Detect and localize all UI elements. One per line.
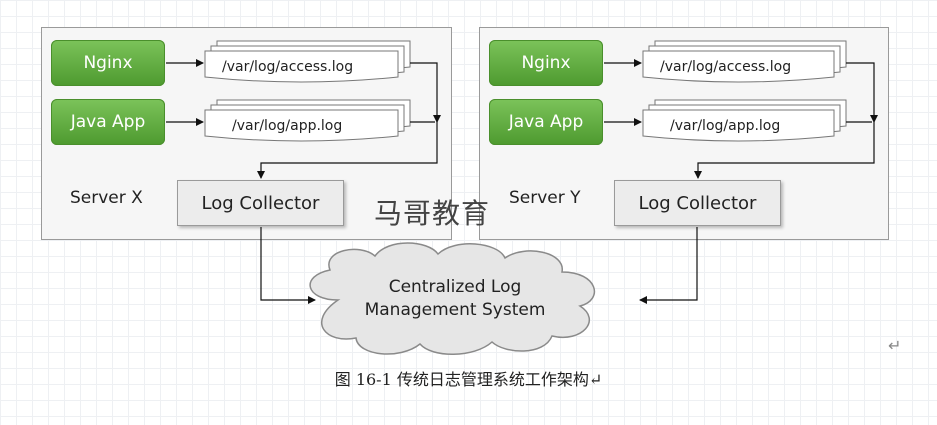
server-y-app-log-doc-icon: /var/log/app.log — [642, 99, 847, 142]
server-y-java-app-node: Java App — [489, 99, 603, 145]
cloud-label-line2: Management System — [364, 300, 546, 320]
server-x-log-collector: Log Collector — [177, 180, 344, 226]
server-y-app-log-path: /var/log/app.log — [670, 118, 780, 134]
server-x-app-log-doc-icon: /var/log/app.log — [204, 99, 411, 142]
paragraph-return-mark: ↵ — [888, 336, 902, 355]
server-x-access-log-path: /var/log/access.log — [222, 59, 353, 75]
server-x-java-app-node: Java App — [51, 99, 165, 145]
arrow-y-bus-to-collector — [694, 122, 875, 179]
figure-caption: 图 16-1 传统日志管理系统工作架构↵ — [334, 370, 603, 389]
arrow-x-bus-to-collector — [257, 122, 438, 179]
server-x-nginx-node: Nginx — [51, 40, 165, 86]
server-x-access-log-doc-icon: /var/log/access.log — [204, 40, 411, 83]
watermark-text: 马哥教育 — [374, 197, 491, 230]
arrow-y-access-to-bus — [846, 62, 878, 123]
server-y-nginx-node: Nginx — [489, 40, 603, 86]
server-y-log-collector: Log Collector — [614, 180, 781, 226]
server-y-label: Server Y — [509, 188, 581, 208]
server-y-access-log-doc-icon: /var/log/access.log — [642, 40, 847, 83]
cloud-label: Centralized Log Management System — [330, 276, 580, 322]
server-x-app-log-path: /var/log/app.log — [232, 118, 342, 134]
arrow-x-collector-to-cloud — [260, 227, 316, 304]
arrow-x-access-to-bus — [410, 62, 441, 123]
cloud-label-line1: Centralized Log — [388, 277, 522, 297]
arrow-y-collector-to-cloud — [639, 227, 698, 304]
centralized-log-cloud-icon — [309, 242, 596, 355]
server-x-label: Server X — [70, 188, 143, 208]
server-y-access-log-path: /var/log/access.log — [660, 59, 791, 75]
